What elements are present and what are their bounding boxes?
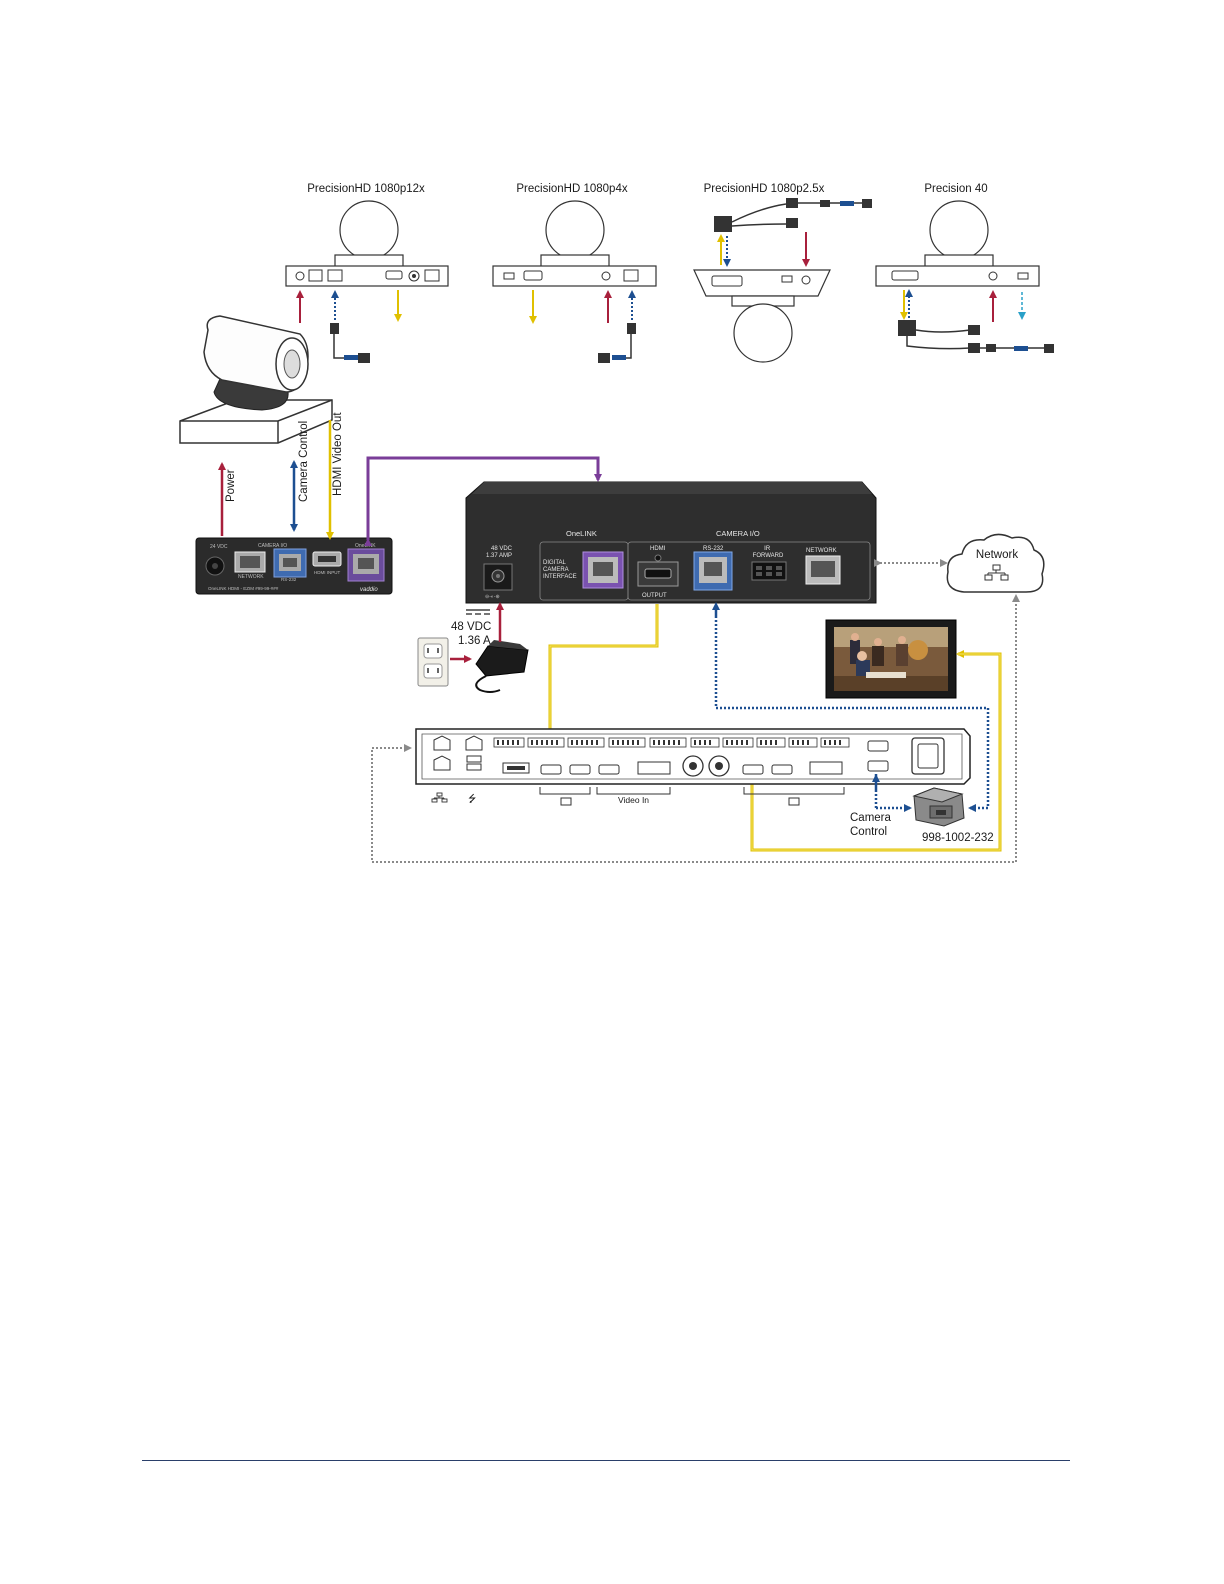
- polarity-symbol: ⊖-◐-⊕: [485, 594, 500, 600]
- network-port-icon: [431, 792, 448, 803]
- bridge-onelink-header: OneLINK: [566, 529, 597, 538]
- power-supply-voltage: 48 VDC: [451, 621, 491, 633]
- ptz-camera: [179, 315, 333, 444]
- power-jack-label: 24 VDC: [210, 544, 228, 550]
- bridge-camera-io-header: CAMERA I/O: [716, 529, 760, 538]
- vaddio-logo: vaddio: [360, 587, 378, 593]
- power-supply-current: 1.36 A: [458, 635, 491, 647]
- hdmi-video-out-cable-label: HDMI Video Out: [332, 412, 344, 496]
- camera-precisionhd-1080p12x: PrecisionHD 1080p12x: [285, 183, 449, 363]
- display-monitor: [825, 619, 957, 699]
- camera-model-label: PrecisionHD 1080p4x: [516, 183, 627, 195]
- digital-camera-interface-label: DIGITAL CAMERA INTERFACE: [543, 560, 577, 580]
- network-port-label: NETWORK: [238, 574, 264, 580]
- network-cloud-label: Network: [976, 549, 1018, 561]
- onelink-camera-box: 24 VDC CAMERA I/O NETWORK RS-232 HDMI IN…: [195, 537, 393, 595]
- rs232-adapter: [912, 787, 965, 827]
- camera-model-label: Precision 40: [924, 183, 987, 195]
- footer-rule: [142, 1460, 1070, 1461]
- power-supply-brick: [475, 640, 529, 693]
- camera-control-cable-label: Camera Control: [298, 421, 310, 502]
- bridge-hdmi-label: HDMI: [650, 546, 666, 552]
- power-cable-label: Power: [225, 469, 237, 502]
- camera-input-icon: [560, 797, 572, 806]
- video-in-label: Video In: [618, 795, 649, 805]
- bridge-power-line1: 48 VDC: [491, 546, 513, 552]
- hdmi-input-label: HDMI INPUT: [314, 570, 340, 575]
- camera-io-label: CAMERA I/O: [258, 543, 287, 549]
- bridge-output-label: OUTPUT: [642, 593, 667, 599]
- camera-precisionhd-1080p4x: PrecisionHD 1080p4x: [492, 183, 657, 363]
- camera-model-label: PrecisionHD 1080p12x: [307, 183, 425, 195]
- camera-control-label: Camera Control: [850, 812, 894, 838]
- network-topology-icon: [984, 564, 1009, 581]
- adapter-part-number: 998-1002-232: [922, 832, 994, 844]
- bridge-power-line2: 1.37 AMP: [486, 553, 512, 559]
- onelink-port-label: OneLINK: [355, 543, 376, 549]
- camera-precisionhd-1080p2-5x: PrecisionHD 1080p2.5x: [693, 183, 872, 363]
- camera-precision-40: Precision 40: [875, 183, 1054, 353]
- onelink-bridge: 48 VDC 1.37 AMP ⊖-◐-⊕ OneLINK CAMERA I/O…: [465, 481, 877, 604]
- dc-symbol: [466, 609, 490, 615]
- bridge-network-label: NETWORK: [806, 548, 837, 554]
- wall-outlet: [417, 637, 449, 687]
- video-codec: [415, 728, 971, 785]
- bridge-ir-forward-label: IR FORWARD: [753, 546, 784, 559]
- camera-model-label: PrecisionHD 1080p2.5x: [704, 183, 825, 195]
- model-line-label: OneLINK HDMI - EZIM #99-99-###: [208, 586, 279, 591]
- usb-port-icon: ⭍: [468, 793, 476, 805]
- bridge-rs232-label: RS-232: [703, 546, 724, 552]
- bridge-power-label: 48 VDC 1.37 AMP: [486, 546, 514, 559]
- network-cloud: Network: [946, 533, 1045, 593]
- codec-port-labels: [539, 787, 845, 795]
- rs232-port-label: RS-232: [281, 577, 297, 582]
- monitor-output-icon: [788, 797, 800, 806]
